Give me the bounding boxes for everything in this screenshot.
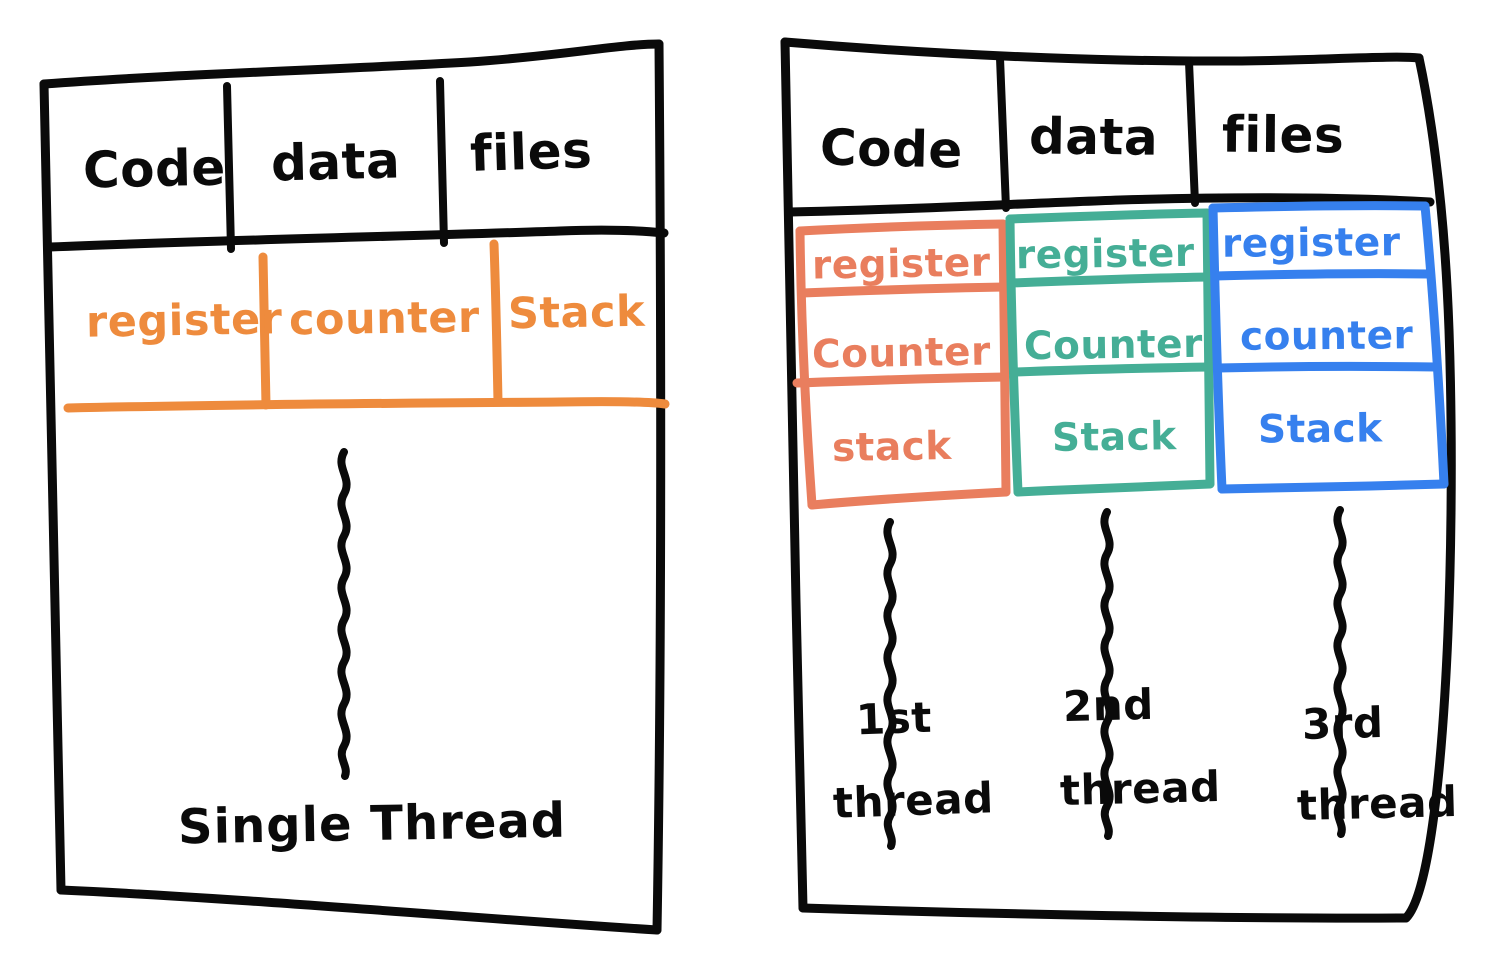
thread-3-cell-counter: counter (1239, 313, 1414, 360)
left-resource-stack: Stack (507, 286, 646, 340)
left-panel-resource-row (63, 239, 670, 413)
thread-1-caption-line1: 1st (855, 692, 933, 745)
right-header-cell-data: data (1028, 107, 1159, 167)
thread-3-box (1208, 201, 1449, 494)
left-resource-register: register (85, 294, 283, 348)
thread-1-cell-counter: Counter (811, 329, 992, 378)
thread-1-box (792, 219, 1011, 510)
left-panel-thread-squiggle (341, 452, 346, 776)
thread-2-caption-line1: 2nd (1062, 679, 1155, 732)
thread-3-caption-line1: 3rd (1301, 697, 1385, 750)
thread-2-cell-register: register (1015, 230, 1195, 279)
right-header-cell-code: Code (819, 118, 964, 180)
thread-2-cell-stack: Stack (1051, 414, 1177, 461)
thread-3-caption-line2: thread (1296, 776, 1459, 831)
thread-1-cell-register: register (811, 240, 991, 289)
right-header-cell-files: files (1221, 105, 1345, 165)
left-header-cell-data: data (270, 131, 401, 193)
thread-2-caption-line2: thread (1059, 761, 1222, 816)
left-header-cell-files: files (469, 121, 594, 183)
thread-2-box (1005, 208, 1215, 497)
right-panel-header-dividers (996, 54, 1199, 212)
thread-1-cell-stack: stack (831, 423, 953, 472)
single-thread-caption: Single Thread (177, 792, 567, 856)
right-panel-frame (780, 37, 1456, 923)
thread-3-cell-register: register (1221, 220, 1401, 267)
thread-1-caption-line2: thread (832, 773, 995, 828)
left-header-cell-code: Code (82, 138, 227, 200)
thread-3-cell-stack: Stack (1257, 406, 1383, 453)
thread-2-cell-counter: Counter (1023, 321, 1204, 370)
left-panel-header-dividers (223, 77, 448, 253)
left-panel-header-rule (45, 225, 669, 252)
right-panel-header-rule (785, 193, 1435, 217)
left-resource-counter: counter (288, 292, 481, 346)
left-panel-frame (39, 39, 666, 935)
